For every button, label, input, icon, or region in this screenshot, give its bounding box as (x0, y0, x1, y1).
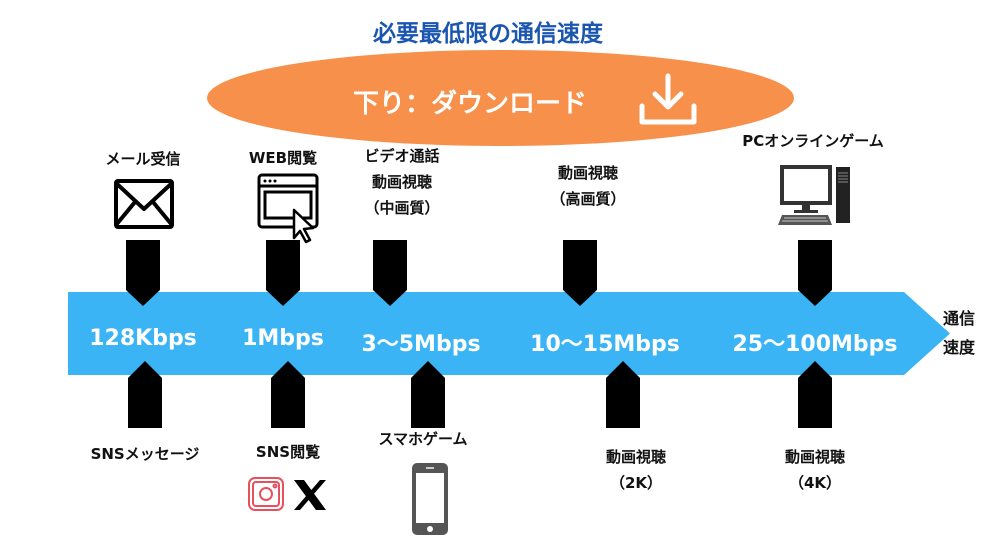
browser-cursor-icon (257, 173, 319, 244)
pointer-down (266, 240, 300, 306)
label-line: 動画視聴 (557, 164, 619, 182)
download-banner (207, 50, 794, 146)
use-case-label: WEB閲覧 (248, 149, 318, 167)
pointer-up (271, 361, 305, 428)
top-pointers (126, 240, 832, 306)
use-case-label: 動画視聴 （2K） (606, 444, 666, 496)
banner-label: 下り：ダウンロード (352, 89, 588, 119)
use-case-label: SNSメッセージ (90, 445, 200, 463)
page-title: 必要最低限の通信速度 (373, 21, 603, 47)
speed-label: 10〜15Mbps (530, 332, 680, 357)
speed-label: 1Mbps (242, 326, 324, 351)
speed-label: 25〜100Mbps (732, 332, 898, 357)
download-icon (639, 73, 697, 125)
label-line: （2K） (609, 474, 663, 492)
axis-label: 通信 速度 (943, 304, 975, 362)
label-line: （4K） (788, 474, 842, 492)
label-line: （中画質） (364, 199, 440, 217)
pointer-up (411, 361, 445, 428)
pointer-down (373, 240, 407, 306)
axis-label-line: 通信 (943, 309, 976, 328)
speed-axis-arrow (68, 292, 950, 375)
label-line: 動画視聴 (605, 448, 667, 466)
x-logo-icon (294, 480, 326, 510)
use-case-label: 動画視聴 （高画質） (550, 160, 625, 212)
pointer-up (606, 361, 640, 428)
bottom-pointers (128, 361, 832, 428)
use-case-label: スマホゲーム (378, 430, 468, 448)
pointer-down (563, 240, 597, 306)
use-case-label: SNS閲覧 (255, 443, 321, 461)
smartphone-icon (412, 463, 448, 535)
use-case-label: PCオンラインゲーム (742, 132, 884, 150)
envelope-icon (114, 179, 174, 229)
pointer-up (798, 361, 832, 428)
pointer-down (798, 240, 832, 306)
label-line: ビデオ通話 (364, 147, 440, 165)
label-line: （高画質） (550, 190, 626, 208)
pointer-down (126, 240, 160, 306)
label-line: 動画視聴 (784, 448, 846, 466)
instagram-icon (248, 477, 284, 511)
speed-label: 3〜5Mbps (361, 332, 481, 357)
axis-label-line: 速度 (943, 338, 976, 357)
use-case-label: 動画視聴 （4K） (785, 444, 845, 496)
use-case-label: メール受信 (105, 150, 181, 168)
desktop-pc-icon (778, 165, 850, 225)
pointer-up (128, 361, 162, 428)
label-line: 動画視聴 (371, 173, 433, 191)
use-case-label: ビデオ通話 動画視聴 （中画質） (364, 143, 439, 221)
speed-label: 128Kbps (89, 326, 197, 351)
